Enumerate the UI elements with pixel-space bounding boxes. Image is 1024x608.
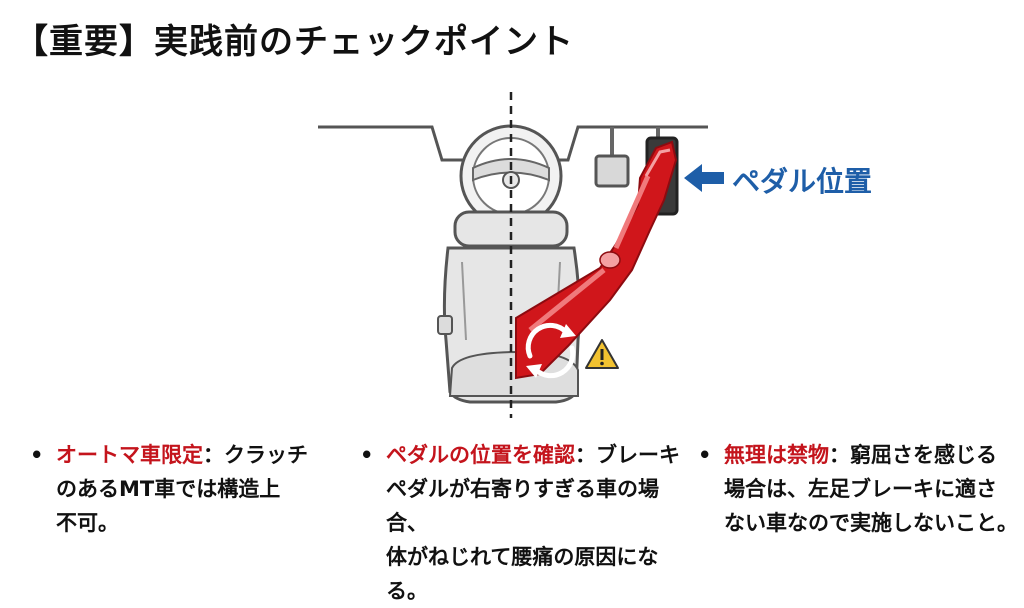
checkpoint-text: ：ブレーキ: [575, 443, 680, 467]
bullet-icon: •: [360, 443, 374, 467]
twist-rotation-icon: [525, 322, 576, 379]
checkpoint-heading: 無理は禁物: [724, 443, 829, 467]
checkpoint-text: ：クラッチ: [203, 443, 308, 467]
checkpoint-text: ：窮屈さを感じる: [829, 443, 997, 467]
bullet-icon: •: [30, 443, 44, 467]
checkpoint-text: 体がねじれて腰痛の原因になる。: [386, 545, 659, 603]
checkpoint-text: 不可。: [56, 511, 119, 535]
checkpoint-text: のあるMT車では構造上: [56, 477, 281, 501]
pedal-position-label: ペダル位置: [732, 165, 873, 198]
checkpoint-list: • オートマ車限定：クラッチ のあるMT車では構造上 不可。 • ペダルの位置を…: [30, 438, 1018, 603]
brake-pedal: [594, 127, 630, 188]
arrow-left-icon: [684, 164, 724, 192]
checkpoint-text: ない車なので実施しないこと。: [724, 511, 1018, 535]
right-leg-highlight: [515, 140, 678, 380]
driver-seat-diagram: [318, 92, 724, 418]
bullet-icon: •: [698, 443, 712, 467]
checkpoint-heading: ペダルの位置を確認: [386, 443, 575, 467]
warning-triangle-icon: [585, 339, 619, 369]
checkpoint-text: ペダルが右寄りすぎる車の場合、: [386, 477, 659, 535]
checkpoint-heading: オートマ車限定: [56, 443, 203, 467]
page-title: 【重要】実践前のチェックポイント: [14, 22, 574, 62]
checkpoint-text: 場合は、左足ブレーキに適さ: [724, 477, 997, 501]
